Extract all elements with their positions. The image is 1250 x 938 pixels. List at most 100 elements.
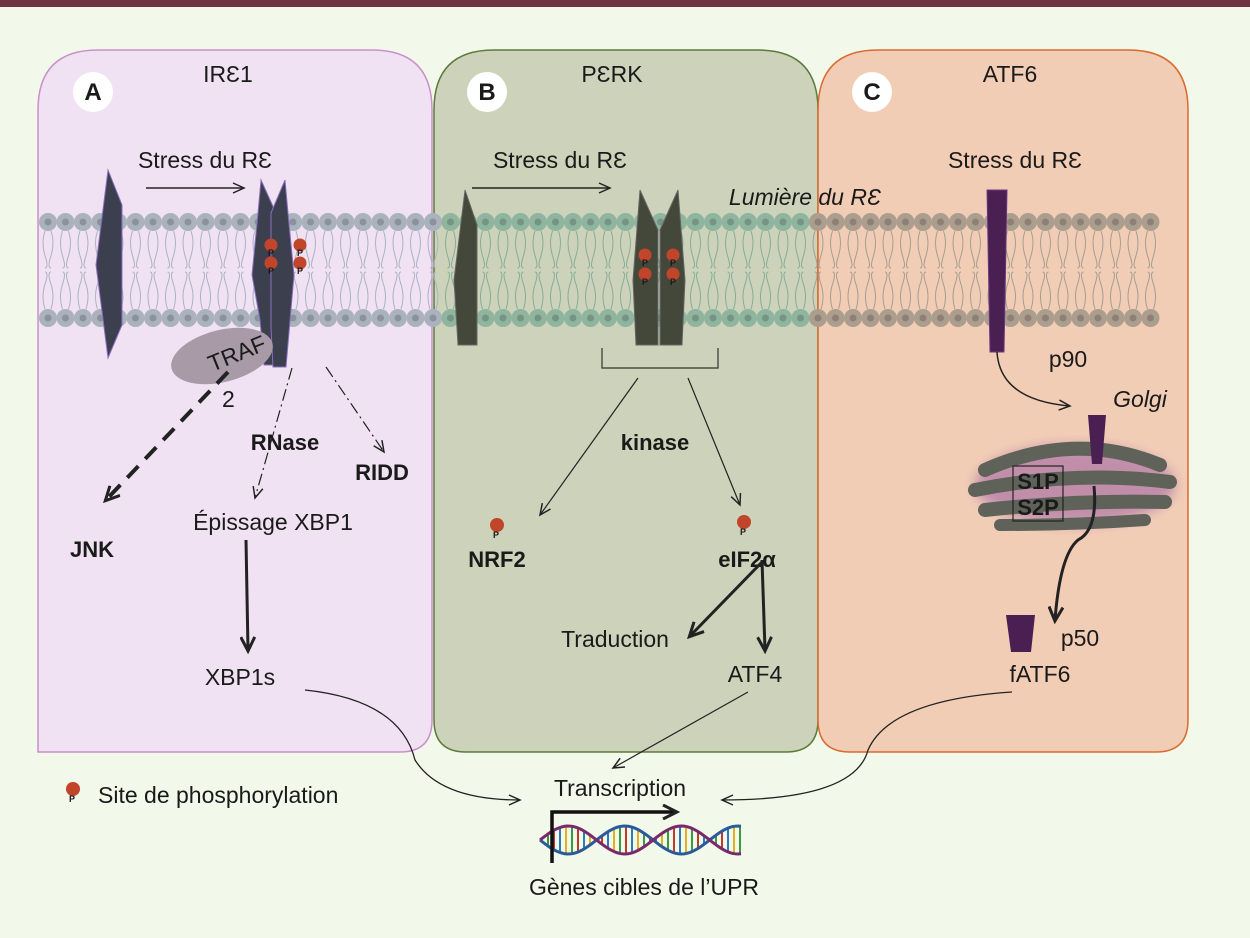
lipid-head [1124,309,1142,327]
lipid-head [231,213,250,231]
lipid-head [1089,213,1107,231]
lipid-head [1019,213,1037,231]
panel-letter-c: C [852,72,892,112]
lipid-head [144,213,162,231]
panel-letter-a: A [73,72,113,112]
lipid-head [1106,309,1125,327]
lipid-head [494,213,512,231]
lipid-head [126,213,145,231]
lipid-head [1071,309,1090,327]
lipid-head [494,309,512,327]
xbp1s-label: XBP1s [205,664,275,690]
panel-title-perk: PƐRK [581,61,643,87]
atf4-arrow [762,559,765,650]
fatf6-to-transcription [720,691,1013,806]
xbp1s-arrow [246,539,248,650]
ire1-dimer-right [270,179,295,368]
lipid-head [1124,213,1142,231]
lipid-head [739,309,757,327]
lipid-head [931,213,950,231]
lipid-head [546,309,565,327]
nrf2-label: NRF2 [468,547,525,572]
svg-text:C: C [863,79,880,106]
phospho-site [638,248,652,262]
phospho-site [638,267,652,281]
eif2a-label: eIF2α [718,547,776,572]
lipid-head [721,309,740,327]
translation-arrow [690,560,764,636]
lipid-head [1019,309,1037,327]
lipid-head [1141,213,1160,231]
lipid-head [826,309,845,327]
lipid-head [336,213,355,231]
kinase-domain-bracket [601,348,719,369]
s2p-label: S2P [1017,495,1059,520]
lipid-head [739,213,757,231]
xbp1-splicing-label: Épissage XBP1 [193,509,353,535]
lipid-head [406,213,425,231]
dna-helix [539,824,742,856]
lipid-head [424,309,442,327]
s1p-label: S1P [1017,469,1059,494]
lipid-head [389,309,407,327]
lipid-head [214,213,232,231]
lipid-head [196,309,215,327]
lipid-head [966,309,985,327]
lipid-head [319,309,337,327]
svg-text:P: P [670,277,676,287]
lipid-head [616,309,635,327]
lipid-head [511,213,530,231]
lipid-head [896,309,915,327]
p90-label: p90 [1049,346,1087,372]
svg-text:P: P [297,248,303,258]
lipid-head [581,309,600,327]
splicing-arrow [252,367,293,500]
svg-text:P: P [297,266,303,276]
phospho-site [666,248,680,262]
lipid-head [861,309,880,327]
stress-label-b: Stress du RƐ [493,147,627,173]
svg-text:2: 2 [222,386,235,412]
atf4-label: ATF4 [728,661,783,687]
dna-strand [539,824,742,856]
xbp1s-to-transcription [304,689,522,806]
lipid-head [1036,309,1055,327]
lipid-head [161,213,180,231]
atf6-golgi [1088,415,1106,464]
lipid-head [56,213,75,231]
lipid-head [686,309,705,327]
lipid-head [476,213,495,231]
lumen-label: Lumière du RƐ [729,184,881,210]
lipid-head [529,309,547,327]
lipid-head [179,309,197,327]
svg-text:B: B [478,79,495,106]
panel-title-ire1: IRƐ1 [203,61,253,87]
rnase-label: RNase [251,430,319,455]
lipid-head [774,309,792,327]
lipid-head [616,213,635,231]
lipid-head [231,309,250,327]
phospho-site [293,256,307,270]
svg-text:P: P [642,258,648,268]
lipid-head [861,213,880,231]
lipid-head [844,213,862,231]
lipid-head [791,309,810,327]
lipid-head [1071,213,1090,231]
lipid-head [809,309,827,327]
stress-label-a: Stress du RƐ [138,147,272,173]
lipid-head [879,309,897,327]
lipid-head [704,309,722,327]
lipid-head [161,309,180,327]
lipid-head [774,213,792,231]
lipid-head [406,309,425,327]
p50-arrow [1055,485,1097,620]
dna-strand [539,824,742,856]
nrf2-arrow [538,377,639,517]
atf4-to-transcription [611,691,749,769]
golgi-transport-arrow [996,351,1072,411]
lipid-head [301,213,320,231]
jnk-label: JNK [70,537,114,562]
